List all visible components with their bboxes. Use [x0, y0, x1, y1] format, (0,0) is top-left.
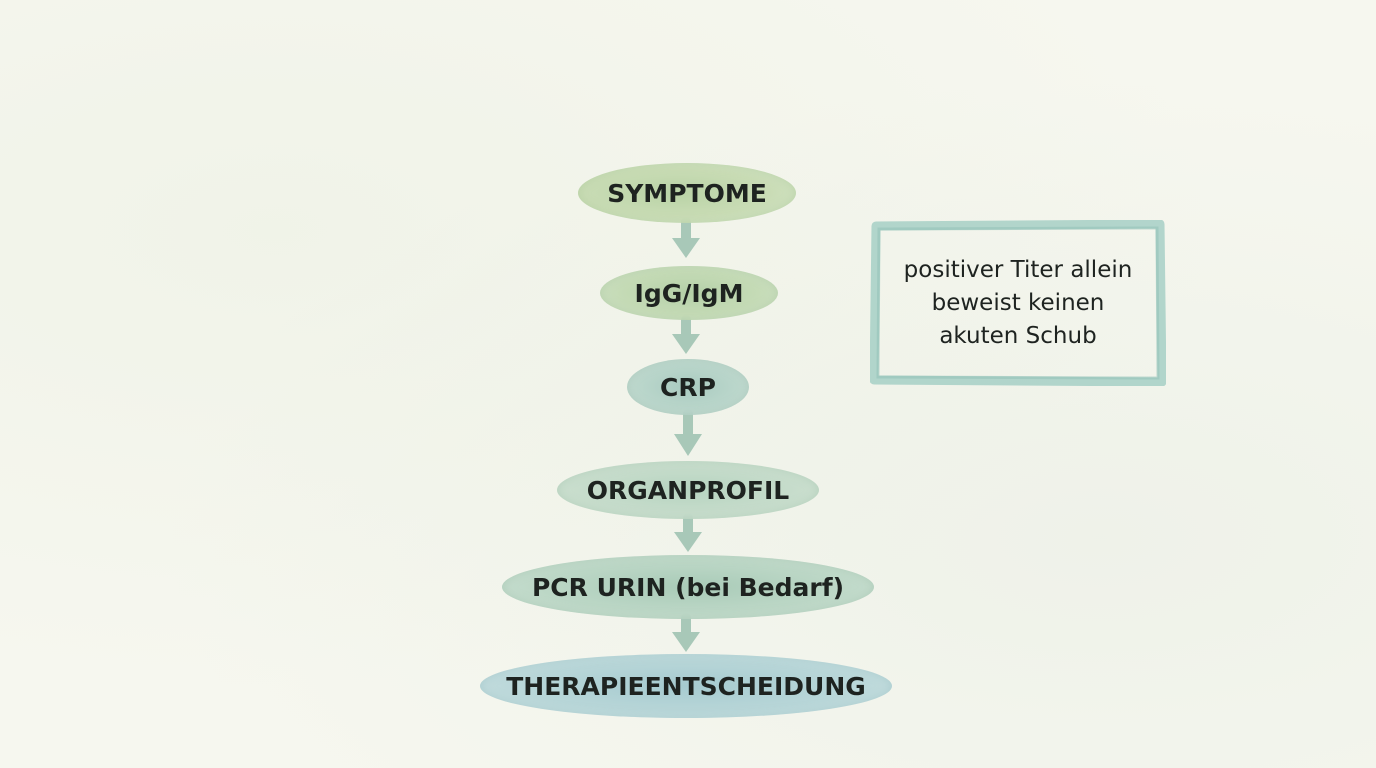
node-crp-label: CRP: [660, 372, 716, 402]
arrow-crp-organprofil: [674, 409, 702, 456]
node-organprofil: ORGANPROFIL: [557, 461, 819, 519]
note-box: positiver Titer allein beweist keinen ak…: [870, 220, 1166, 386]
node-pcr-urin-label: PCR URIN (bei Bedarf): [531, 572, 845, 602]
node-therapieentscheidung-label: THERAPIEENTSCHEIDUNG: [506, 671, 866, 701]
node-pcr-urin: PCR URIN (bei Bedarf): [502, 555, 874, 619]
node-crp: CRP: [627, 359, 749, 415]
note-text: positiver Titer allein beweist keinen ak…: [903, 256, 1133, 349]
node-symptome-label: SYMPTOME: [607, 178, 767, 208]
node-therapieentscheidung: THERAPIEENTSCHEIDUNG: [480, 654, 892, 718]
note-frame: [870, 220, 1166, 386]
arrow-organprofil-pcr: [674, 513, 702, 552]
arrow-pcr-therapie: [672, 613, 700, 652]
arrow-igg-crp: [672, 315, 700, 354]
node-symptome: SYMPTOME: [578, 163, 796, 223]
node-igg-igm: IgG/IgM: [600, 266, 778, 320]
arrow-symptome-igg: [672, 217, 700, 258]
node-igg-igm-label: IgG/IgM: [634, 278, 744, 308]
node-organprofil-label: ORGANPROFIL: [586, 475, 790, 505]
